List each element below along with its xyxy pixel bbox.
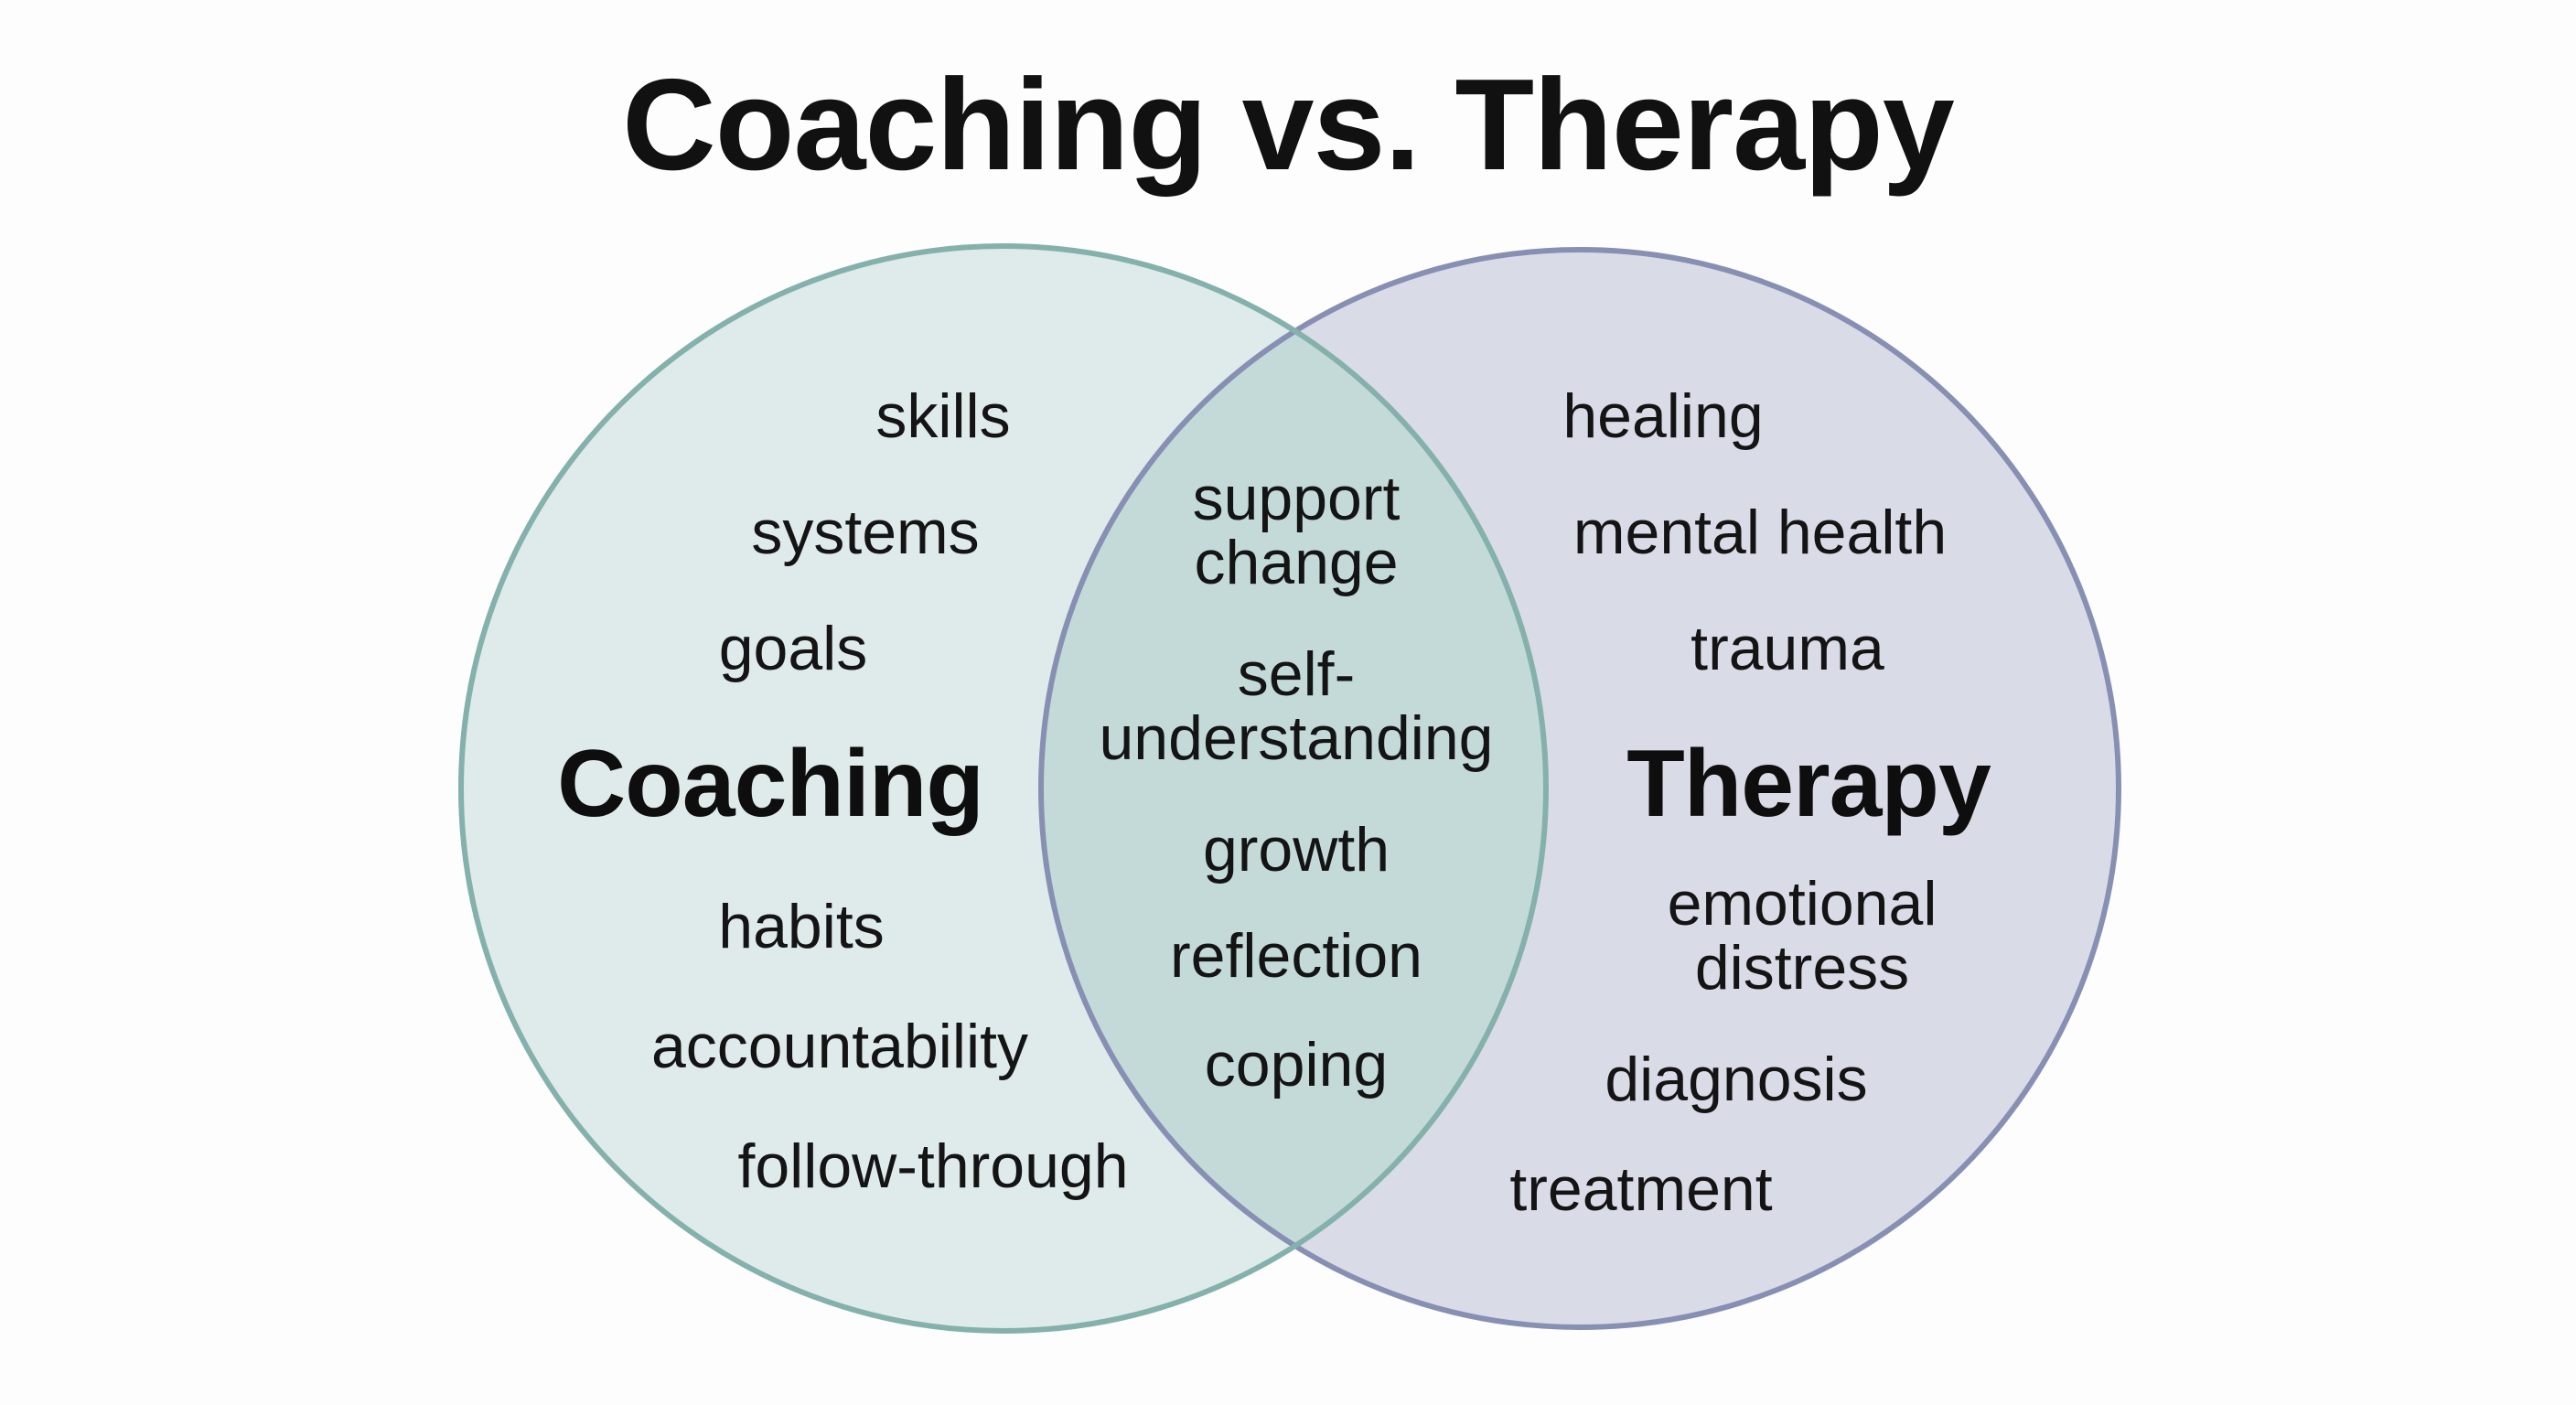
term-coping: coping xyxy=(1204,1030,1389,1099)
term-reflection: reflection xyxy=(1170,921,1422,991)
term-change-line: change xyxy=(1194,528,1399,597)
term-understanding-line: understanding xyxy=(1099,703,1494,773)
term-mental-health: mental health xyxy=(1572,498,1948,567)
term-diagnosis: diagnosis xyxy=(1605,1045,1868,1114)
therapy-circle-outline xyxy=(1038,247,2121,1330)
term-treatment: treatment xyxy=(1509,1154,1773,1224)
term-skills: skills xyxy=(875,381,1011,451)
term-accountability: accountability xyxy=(650,1012,1029,1081)
term-support-line: support xyxy=(1192,464,1401,533)
term-habits: habits xyxy=(718,892,885,961)
coaching-label: Coaching xyxy=(557,731,984,837)
term-support-change: support change xyxy=(1193,467,1401,595)
term-growth: growth xyxy=(1202,815,1390,885)
therapy-label: Therapy xyxy=(1626,731,1991,837)
term-emotional-line: emotional xyxy=(1667,869,1937,938)
overlap-region xyxy=(1041,250,1546,1327)
term-systems: systems xyxy=(751,498,980,567)
term-self-line: self- xyxy=(1237,639,1356,709)
term-healing: healing xyxy=(1562,381,1764,451)
page-title: Coaching vs. Therapy xyxy=(622,52,1955,198)
term-emotional-distress: emotional distress xyxy=(1668,872,1937,1000)
term-distress-line: distress xyxy=(1694,933,1910,1003)
term-follow-through: follow-through xyxy=(737,1132,1129,1201)
term-trauma: trauma xyxy=(1690,614,1884,683)
term-self-understanding: self- understanding xyxy=(1099,642,1493,770)
term-goals: goals xyxy=(718,614,868,683)
coaching-circle-outline xyxy=(458,243,1549,1334)
